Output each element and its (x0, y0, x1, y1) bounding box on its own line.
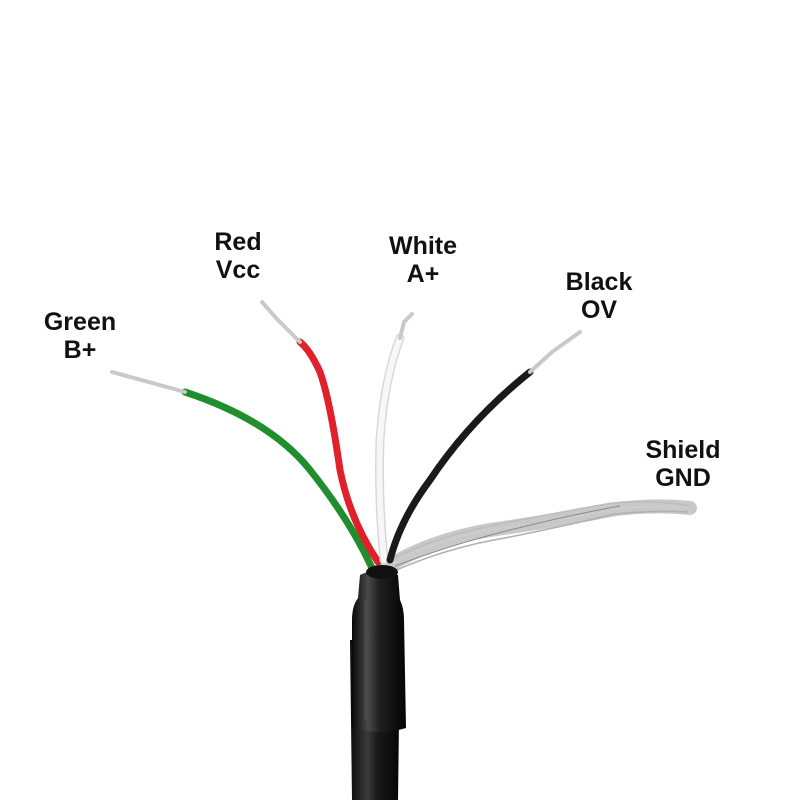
shield-braid (378, 499, 697, 575)
red-wire (260, 300, 382, 566)
label-black-signal: OV (580, 296, 618, 324)
label-shield-signal: GND (655, 464, 711, 492)
label-black: Black OV (552, 268, 646, 324)
label-red-signal: Vcc (215, 256, 261, 284)
black-wire (386, 330, 582, 564)
label-green-signal: B+ (63, 336, 97, 364)
label-green-color: Green (43, 308, 117, 336)
label-white-color: White (388, 232, 458, 260)
label-black-color: Black (565, 268, 633, 296)
heat-shrink-sleeve (352, 570, 406, 732)
label-white-signal: A+ (406, 260, 440, 288)
label-green: Green B+ (34, 308, 126, 364)
label-shield: Shield GND (630, 436, 736, 492)
label-red: Red Vcc (198, 228, 278, 284)
green-wire (110, 370, 376, 572)
white-wire (375, 312, 414, 565)
label-white: White A+ (374, 232, 472, 288)
label-red-color: Red (214, 228, 262, 256)
wire-junction (366, 565, 398, 579)
label-shield-color: Shield (645, 436, 721, 464)
